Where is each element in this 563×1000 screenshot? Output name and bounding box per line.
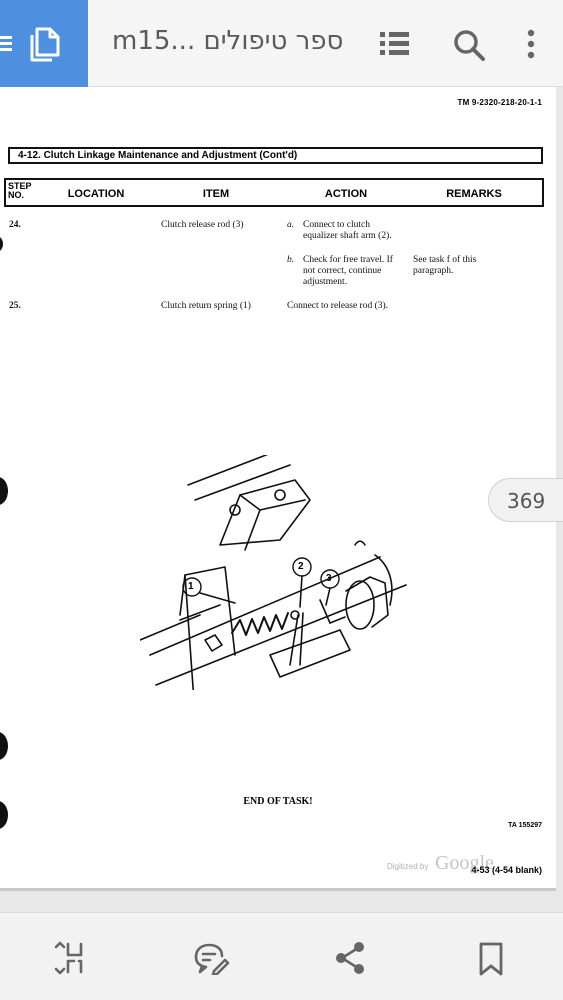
header-location: LOCATION [67,188,125,200]
header-action: ACTION [324,188,368,200]
table-header: STEP NO. LOCATION ITEM ACTION REMARKS [4,178,544,207]
bookmark-icon[interactable] [478,941,504,977]
callout-label: 2 [298,561,304,572]
end-of-task: END OF TASK! [243,796,313,807]
callout-label: 1 [188,581,194,592]
action-text: Check for free travel. If not correct, c… [303,255,393,287]
clutch-linkage-illustration [140,455,407,690]
action-letter: b. [287,255,295,265]
row-remarks: See task f of this paragraph. [413,255,477,276]
page-number: 369 [507,489,546,513]
step-number: 25. [9,301,21,311]
header-step: STEP NO. [8,181,32,200]
google-watermark: Google [435,852,494,874]
section-title: 4-12. Clutch Linkage Maintenance and Adj… [8,147,543,164]
ta-number: TA 155297 [508,822,542,829]
tm-number: TM 9-2320-218-20-1-1 [457,98,542,107]
step-number: 24. [9,220,21,230]
row-action: Connect to release rod (3). [287,301,389,311]
action-text: Connect to clutch equalizer shaft arm (2… [303,220,392,241]
edge-mark [0,237,3,251]
search-icon[interactable] [452,28,486,62]
comment-icon[interactable] [192,941,230,975]
menu-icon[interactable] [0,36,12,52]
bottom-toolbar [0,912,563,1000]
text-mode-icon[interactable] [51,941,87,975]
row-item: Clutch release rod (3) [161,220,244,230]
app-bar-left-panel[interactable] [0,0,88,87]
document-title: m15... ספר טיפולים [112,26,344,56]
more-vert-icon[interactable] [524,28,538,60]
header-remarks: REMARKS [446,188,502,200]
digitized-by: Digitized by [387,862,429,871]
share-icon[interactable] [333,941,367,975]
page-footer: 4-53 (4-54 blank) [471,865,542,875]
action-letter: a. [287,220,295,230]
toc-icon[interactable] [378,28,412,58]
document-page[interactable]: TM 9-2320-218-20-1-1 4-12. Clutch Linkag… [0,87,556,889]
app-bar: m15... ספר טיפולים [0,0,563,87]
page-divider [0,888,556,891]
header-item: ITEM [202,188,230,200]
callout-label: 3 [326,573,332,584]
document-icon[interactable] [28,26,62,62]
page-number-badge[interactable]: 369 [488,478,563,522]
edge-mark [0,801,8,829]
edge-mark [0,477,8,505]
row-item: Clutch return spring (1) [161,301,251,311]
edge-mark [0,732,8,760]
